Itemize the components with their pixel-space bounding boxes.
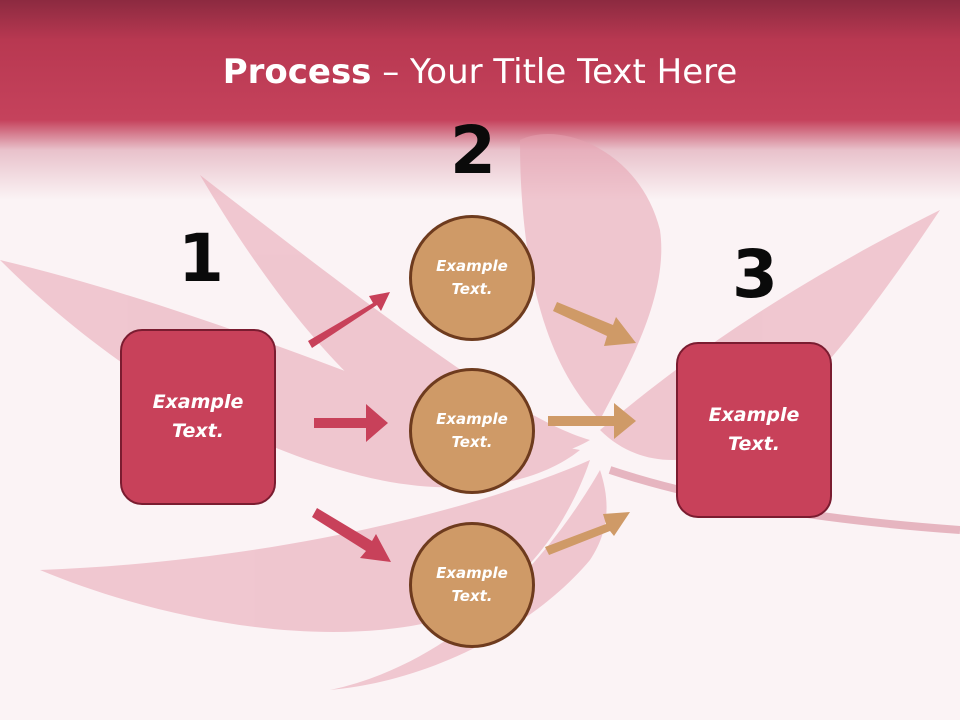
title-rest: – Your Title Text Here	[371, 52, 738, 92]
title-bold: Process	[222, 52, 372, 92]
step-2-number: 2	[450, 112, 496, 189]
step-1-text-line1: Example	[152, 391, 244, 413]
circle-top-line2: Text.	[451, 280, 493, 298]
circle-middle-line1: Example	[436, 410, 508, 428]
arrow-red-down	[312, 508, 391, 562]
step-1-number: 1	[178, 220, 224, 297]
arrow-tan-down	[545, 512, 630, 555]
step-3-text-line2: Text.	[728, 433, 780, 455]
step-3-text-line1: Example	[708, 404, 800, 426]
arrow-tan-up	[553, 302, 636, 346]
arrow-red-up	[308, 292, 390, 348]
circle-bottom-line2: Text.	[451, 587, 493, 605]
circle-middle-line2: Text.	[451, 433, 493, 451]
step-3-number: 3	[732, 236, 778, 313]
arrow-red-middle	[314, 404, 388, 442]
circle-bottom-line1: Example	[436, 564, 508, 582]
title-bar	[0, 0, 960, 200]
circle-top-line1: Example	[436, 257, 508, 275]
arrow-tan-middle	[548, 403, 636, 439]
step-1-text-line2: Text.	[172, 420, 224, 442]
slide-title: Process – Your Title Text Here	[0, 52, 960, 92]
